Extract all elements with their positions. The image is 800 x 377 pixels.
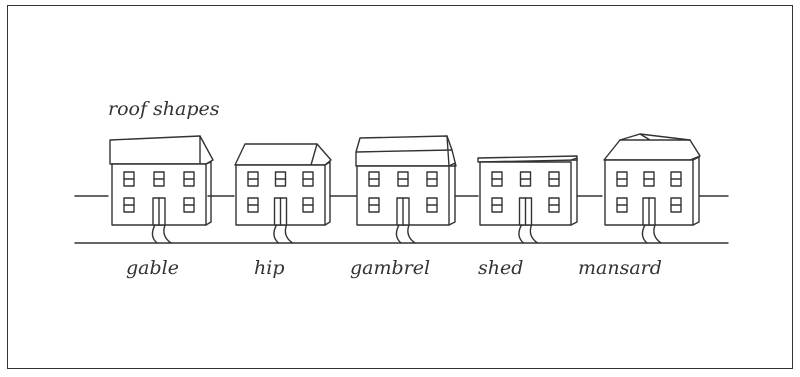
front-walks-group [151,224,662,244]
label-gambrel: gambrel [350,257,431,279]
front-walk [641,224,662,244]
front-walk [273,224,294,244]
front-walk [518,224,539,244]
front-walk [151,224,172,244]
front-walk [395,224,416,244]
mansard-house [603,133,701,226]
windows-group [123,171,682,226]
diagram-title: roof shapes [108,98,220,120]
label-mansard: mansard [578,257,662,279]
label-hip: hip [254,257,285,279]
label-shed: shed [478,257,524,279]
label-gable: gable [126,257,179,279]
